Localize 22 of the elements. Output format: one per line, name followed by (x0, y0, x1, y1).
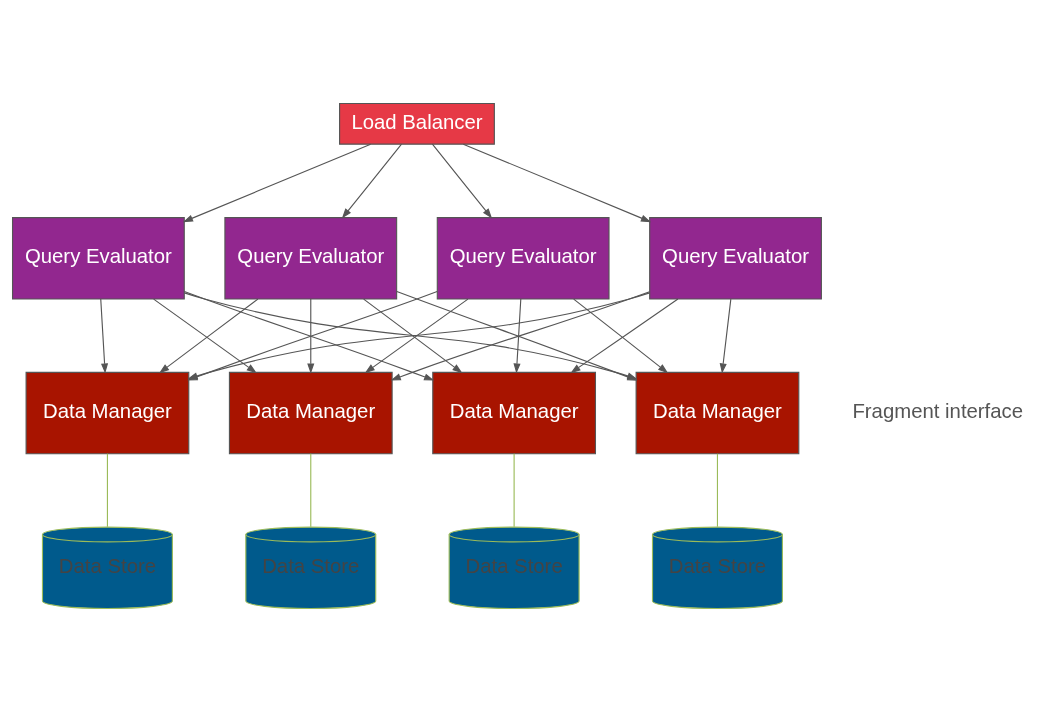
label: Fragment interface (852, 399, 1024, 422)
node-box: Data Manager (25, 371, 190, 454)
arrow (462, 143, 652, 222)
connector (716, 452, 719, 527)
connector (513, 452, 515, 527)
arrow (182, 143, 372, 222)
connector (106, 452, 108, 527)
arrow (100, 298, 109, 374)
arrow (513, 298, 522, 374)
connector (310, 452, 312, 527)
arrow (307, 298, 315, 374)
node-box: Data Manager (635, 371, 800, 454)
node-box: Query Evaluator (11, 216, 185, 299)
node-box: Query Evaluator (436, 216, 610, 299)
node-box: Query Evaluator (224, 216, 398, 299)
node-box: Data Manager (228, 371, 393, 454)
node-box: Data Manager (432, 371, 596, 454)
arrow (341, 143, 403, 218)
node-box: Load Balancer (339, 102, 495, 145)
node-box: Query Evaluator (649, 216, 822, 299)
arrow (719, 298, 732, 374)
arrow (431, 143, 493, 218)
